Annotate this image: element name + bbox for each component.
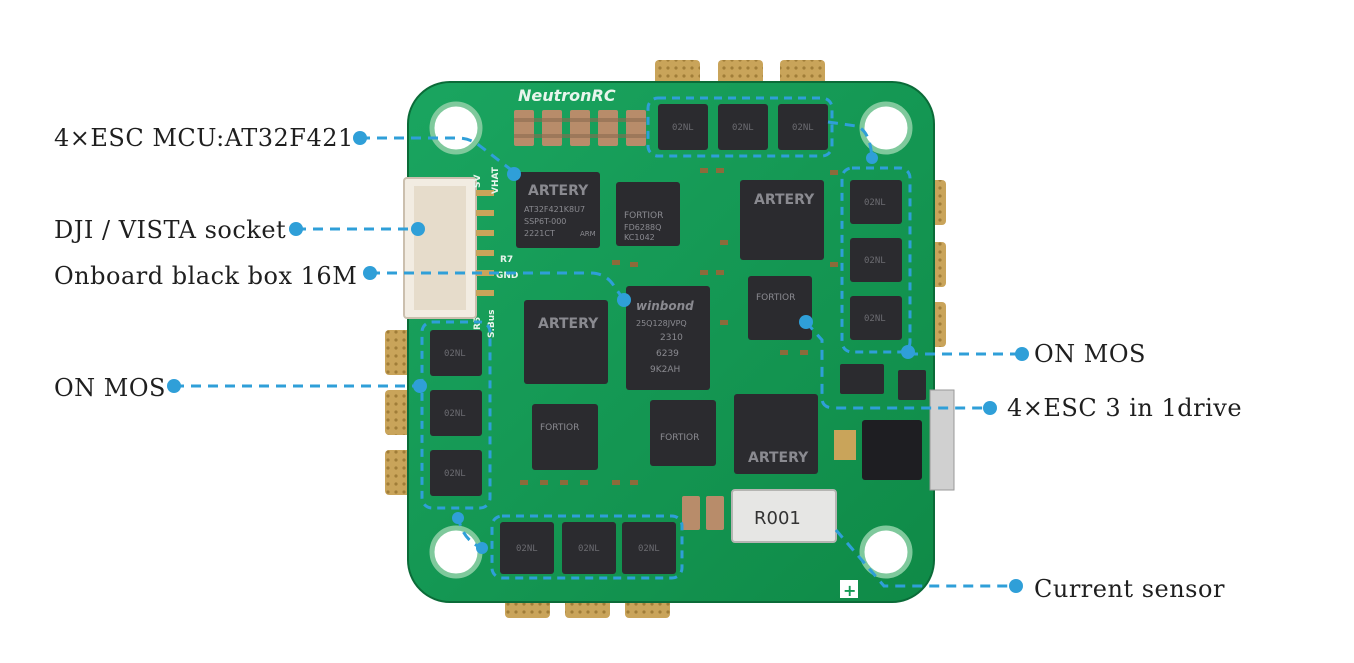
dot-bottom-group-2 [476,542,488,554]
mosfets-left [430,330,482,496]
artery-line: 2221CT [524,229,555,238]
dot-mcu-chip [507,167,521,181]
artery-brand: ARTERY [754,192,815,208]
plus-marking: + [843,581,856,600]
dot-on-mos-left-end [167,379,181,393]
mos-marking: 02NL [516,544,538,554]
winbond-line: 25Q128JVPQ [636,319,687,328]
artery-brand: ARTERY [538,316,599,332]
mos-marking: 02NL [444,469,466,479]
leader-esc-drive [804,321,990,410]
dot-current-end [1009,579,1023,593]
dot-mcu-end [353,131,367,145]
fortior-line: FD6288Q [624,223,661,232]
mosfets-right [850,180,902,340]
winbond-flash-chip: winbond 25Q128JVPQ 2310 6239 9K2AH [626,286,710,390]
label-esc-mcu: 4×ESC MCU:AT32F421 [54,124,354,152]
leader-mcu [360,136,515,174]
dji-socket [403,177,494,319]
pad-label: SV [473,175,483,188]
winbond-line: 9K2AH [650,365,680,375]
fortior-brand: FORTIOR [624,211,663,221]
artery-mcu-chips: ARTERY AT32F421K8U7 SSP6T-000 2221CT ARM… [516,172,824,474]
mosfets-bottom [500,522,676,574]
dot-dji-socket [411,222,425,236]
pad-label: VHAT [491,166,501,194]
driver-chip-4: FORTIOR [650,400,716,466]
label-black-box: Onboard black box 16M [54,262,358,290]
outline-right-mos [840,166,912,354]
dot-bottom-group [452,512,464,524]
mcu-chip-2: ARTERY [740,180,824,260]
mcu-chip-1: ARTERY AT32F421K8U7 SSP6T-000 2221CT ARM [516,172,600,248]
dot-esc-drive-end [983,401,997,415]
callout-dots [167,131,1029,593]
artery-brand: ARTERY [528,183,589,199]
leader-current [834,529,1016,588]
label-dji-socket: DJI / VISTA socket [54,216,287,244]
fortior-drivers: FORTIOR FD6288Q KC1042 FORTIOR FORTIOR F… [532,182,812,470]
mos-marking: 02NL [732,123,754,133]
mcu-chip-3: ARTERY [524,300,608,384]
shunt-marking: R001 [754,508,801,529]
dot-dji-end [289,222,303,236]
mcu-chip-4: ARTERY [734,394,818,474]
mos-marking: 02NL [444,349,466,359]
winbond-line: 2310 [660,333,683,343]
dot-esc-drive-chip [799,315,813,329]
driver-chip-2: FORTIOR [748,276,812,340]
artery-line: SSP6T-000 [524,217,566,226]
dot-top-group [866,152,878,164]
dot-on-mos-right-group [901,345,915,359]
pad-label: S.Bus [487,309,497,338]
mos-marking: 02NL [864,198,886,208]
mos-marking: 02NL [638,544,660,554]
artery-line: AT32F421K8U7 [524,205,585,214]
driver-chip-1: FORTIOR FD6288Q KC1042 [616,182,680,246]
driver-chip-3: FORTIOR [532,404,598,470]
winbond-line: 6239 [656,349,679,359]
mos-marking: 02NL [672,123,694,133]
mosfets-top [658,104,828,150]
artery-arm: ARM [580,230,596,238]
dot-blackbox-chip [617,293,631,307]
outline-top-mos [646,96,834,158]
mounting-holes [429,101,913,579]
label-on-mos-right: ON MOS [1034,340,1146,368]
outline-bottom-mos [490,514,684,580]
pad-label: GND [496,271,518,281]
highlight-outlines [420,96,912,580]
brand-logo: NeutronRC [518,86,616,105]
fortior-brand: FORTIOR [660,433,699,443]
mos-marking: 02NL [792,123,814,133]
mos-marking: 02NL [864,256,886,266]
winbond-brand: winbond [636,299,694,313]
dot-blackbox-end [363,266,377,280]
label-on-mos-left: ON MOS [54,374,166,402]
mos-marking: 02NL [444,409,466,419]
mos-marking: 02NL [864,314,886,324]
mos-markings: 02NL 02NL 02NL 02NL 02NL 02NL 02NL 02NL … [444,123,886,554]
dot-on-mos-right-end [1015,347,1029,361]
artery-brand: ARTERY [748,450,809,466]
mos-marking: 02NL [578,544,600,554]
fortior-brand: FORTIOR [540,423,579,433]
small-components [520,168,838,485]
pad-label: R7 [500,255,513,265]
outline-left-mos [420,320,492,510]
fortior-brand: FORTIOR [756,293,795,303]
current-shunt: R001 [731,489,837,543]
capacitors-top [514,110,646,146]
fortior-line: KC1042 [624,233,655,242]
dot-on-mos-left-group [413,379,427,393]
capacitors-bottom [682,496,724,530]
label-current-sensor: Current sensor [1034,575,1225,603]
label-esc-drive: 4×ESC 3 in 1drive [1007,394,1243,422]
